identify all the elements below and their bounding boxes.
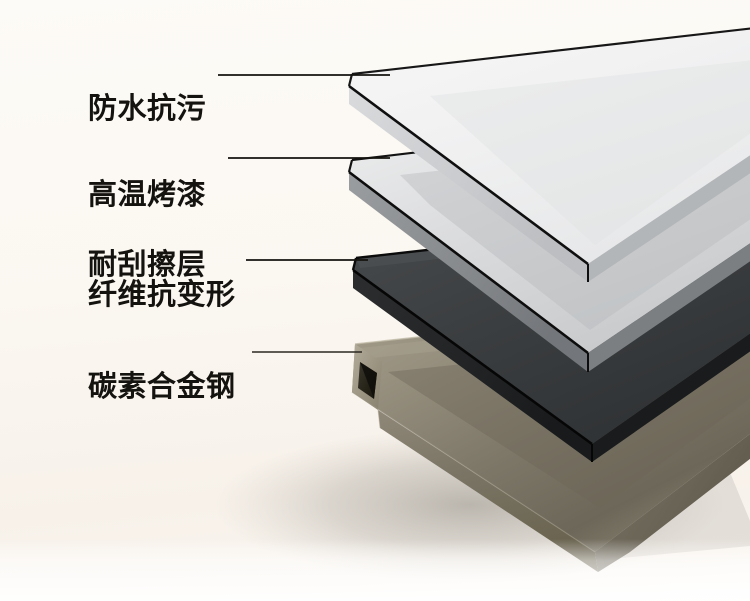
high-temp-paint-label: 高温烤漆 耐刮擦层 <box>88 142 206 318</box>
carbon-alloy-steel-label: 碳素合金钢 <box>88 334 236 440</box>
top-white-panel <box>347 27 750 282</box>
floor-band <box>0 539 750 601</box>
label-line: 防水抗污 <box>88 93 207 125</box>
label-line: 碳素合金钢 <box>88 371 236 403</box>
label-line: 纤维抗变形 <box>88 279 236 311</box>
fiber-anti-deformation-label: 纤维抗变形 <box>88 242 236 348</box>
waterproof-antifouling-label: 防水抗污 <box>88 56 206 162</box>
label-line: 高温烤漆 <box>88 179 207 211</box>
label-line: 耐刮擦层 <box>88 249 207 281</box>
leader-lines <box>218 74 390 353</box>
